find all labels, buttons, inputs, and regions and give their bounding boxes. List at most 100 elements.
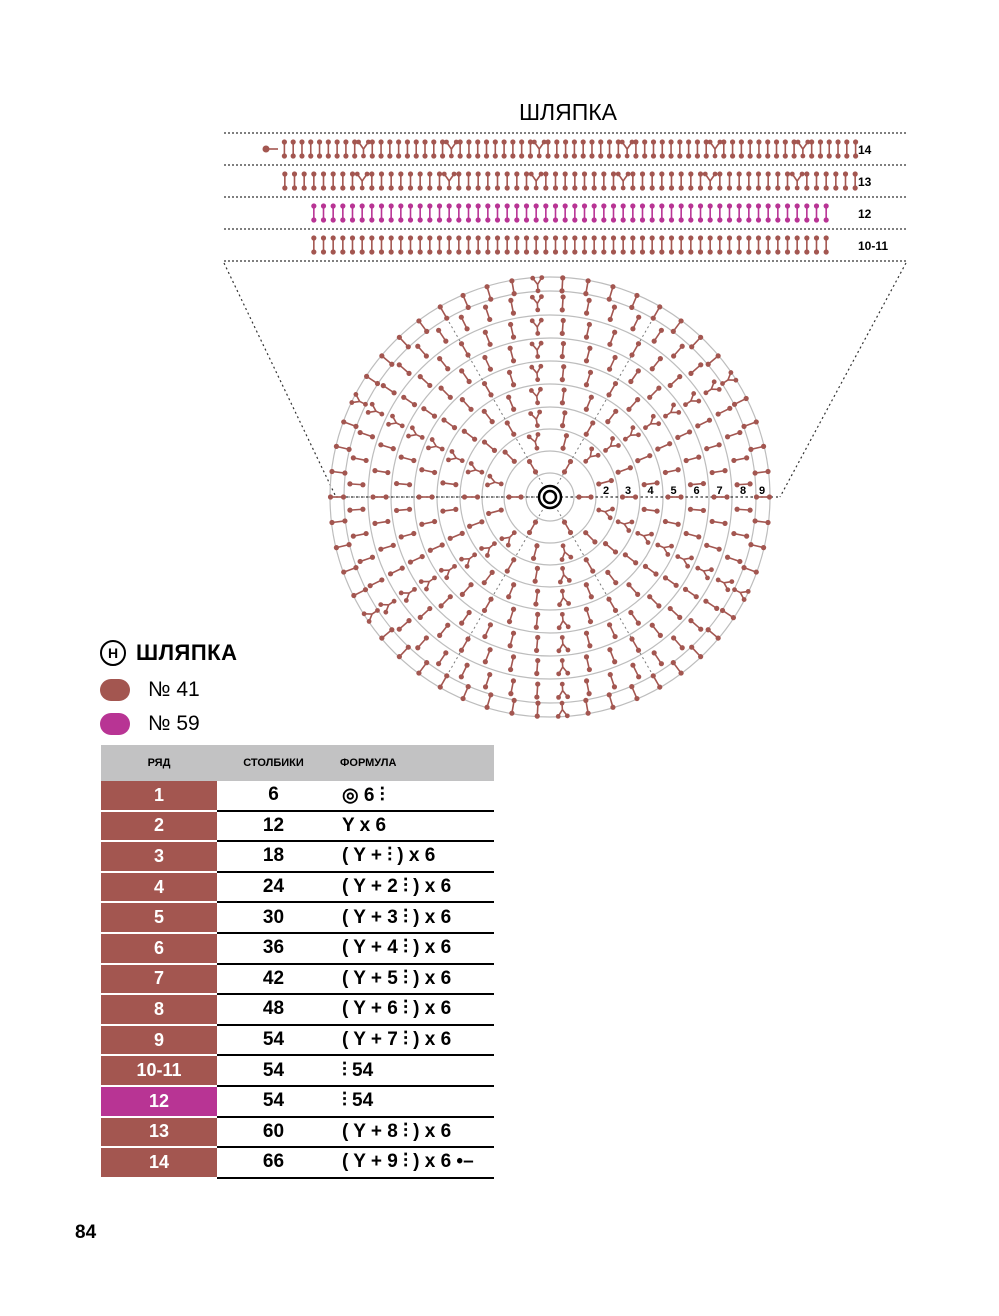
stitch-dot: [606, 366, 613, 372]
stitch-dot: [552, 185, 559, 191]
stitch-dot: [291, 185, 298, 191]
stitch-dot: [755, 203, 762, 209]
stitch-dot: [499, 536, 505, 542]
increase-symbol: [349, 392, 368, 407]
stitch-dot: [330, 185, 336, 191]
stitch-dot: [654, 508, 660, 514]
stitch-dot: [407, 217, 414, 223]
stitch-dot: [628, 609, 634, 616]
legend-title: ШЛЯПКА: [136, 640, 238, 665]
increase-symbol: [446, 449, 465, 464]
stitch-symbol: [526, 519, 539, 536]
stitch-symbol: [583, 345, 593, 364]
stitch-symbol: [492, 139, 498, 159]
stitch-dot: [610, 171, 617, 177]
stitch-symbol: [572, 171, 578, 191]
stitch-dot: [535, 588, 541, 594]
stitch-dot: [736, 171, 742, 177]
stitch-symbol: [320, 203, 327, 223]
stitch-dot: [696, 534, 702, 540]
row-number: 1: [101, 781, 217, 812]
stitch-dot: [696, 454, 702, 460]
increase-symbol: [465, 461, 485, 475]
stitch-dot: [526, 458, 533, 465]
stitch-dot: [587, 618, 594, 625]
stitch-symbol: [678, 171, 684, 191]
row-formula: ( Y + 4 ⫶ ) x 6: [330, 932, 494, 965]
stitch-dot: [586, 666, 592, 673]
stitch-dot: [504, 568, 510, 574]
stitch-dot: [451, 425, 458, 431]
stitch-dot: [615, 139, 621, 145]
stitch-dot: [438, 567, 444, 573]
stitch-dot: [591, 217, 597, 223]
stitch-dot: [510, 358, 517, 364]
stitch-symbol: [504, 420, 517, 437]
stitch-dot: [572, 217, 578, 223]
stitch-dot: [716, 546, 722, 552]
increase-symbol: [528, 386, 543, 406]
stitch-dot: [755, 171, 762, 177]
stitch-symbol: [630, 203, 636, 223]
stitch-dot: [669, 543, 674, 549]
stitch-dot: [583, 630, 590, 636]
stitch-dot: [738, 139, 744, 145]
stitch-dot: [715, 411, 721, 417]
stitch-dot: [447, 394, 453, 400]
stitch-dot: [389, 361, 395, 367]
stitch-symbol: [697, 171, 704, 191]
stitch-dot: [670, 660, 676, 666]
stitch-dot: [532, 519, 539, 525]
stitch-symbol: [290, 139, 296, 159]
stitch-dot: [722, 520, 728, 526]
fasten-off-dot: [262, 145, 270, 153]
increase-symbol: [655, 542, 674, 557]
stitch-dot: [794, 249, 800, 255]
strip-row-label: 13: [858, 175, 872, 189]
stitch-dot: [833, 185, 839, 191]
stitch-dot: [712, 171, 718, 177]
stitch-dot: [445, 366, 451, 372]
stitch-symbol: [486, 507, 504, 517]
stitch-symbol: [683, 454, 702, 464]
stitch-dot: [675, 554, 681, 559]
stitch-dot: [391, 598, 397, 604]
stitch-symbol: [688, 618, 704, 632]
stitch-symbol: [388, 203, 394, 223]
stitch-dot: [535, 288, 541, 294]
stitch-dot: [340, 203, 346, 209]
stitch-symbol: [427, 542, 445, 553]
stitch-dot: [625, 171, 631, 177]
stitch-symbol: [572, 203, 578, 223]
stitch-dot: [853, 153, 859, 159]
stitch-symbol: [431, 139, 437, 159]
stitch-dot: [634, 292, 640, 299]
stitch-symbol: [419, 467, 438, 476]
stitch-dot: [633, 139, 639, 145]
stitch-dot: [390, 446, 396, 452]
stitch-dot: [340, 494, 347, 500]
stitch-dot: [416, 670, 422, 676]
stitch-dot: [610, 506, 615, 512]
stitch-symbol: [581, 203, 588, 223]
increase-symbol: [619, 139, 635, 159]
stitch-dot: [705, 575, 710, 581]
stitch-dot: [707, 217, 713, 223]
stitch-dot: [405, 644, 411, 650]
stitch-dot: [673, 582, 679, 588]
stitch-symbol: [581, 235, 588, 255]
stitch-dot: [459, 620, 465, 626]
stitch-symbol: [388, 171, 394, 191]
stitch-dot: [635, 368, 641, 374]
stitch-dot: [572, 171, 578, 177]
stitch-dot: [635, 530, 641, 536]
increase-symbol: [707, 139, 723, 159]
stitch-dot: [635, 647, 642, 653]
stitch-dot: [417, 171, 423, 177]
row-number: 9: [101, 1024, 217, 1057]
stitch-dot: [647, 394, 653, 400]
stitch-dot: [529, 318, 535, 324]
